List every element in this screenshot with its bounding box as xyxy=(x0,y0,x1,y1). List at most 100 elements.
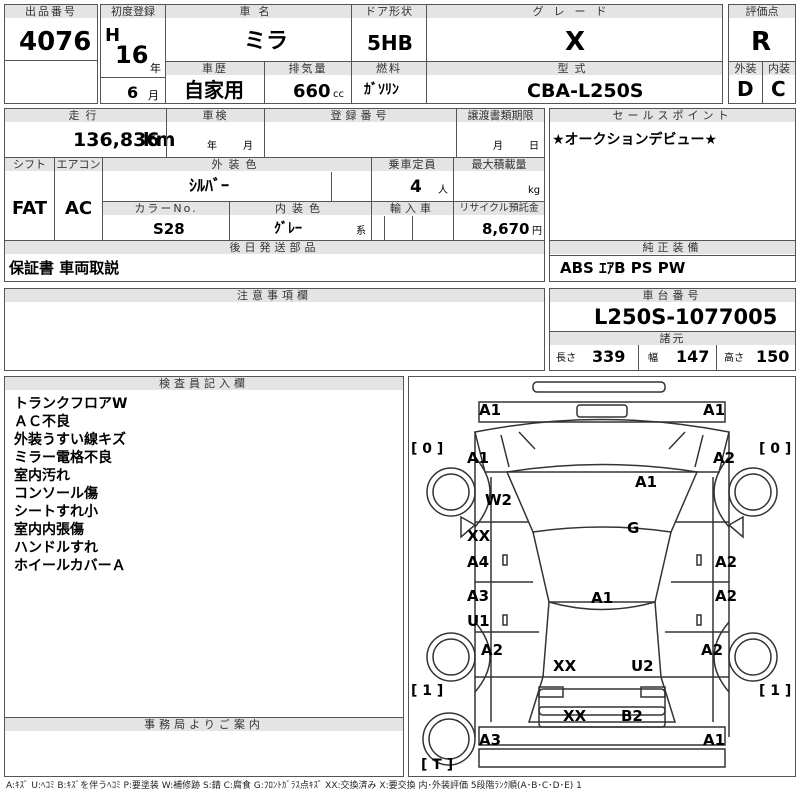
era-value: H xyxy=(105,25,121,46)
tire-depth-label: [ 1 ] xyxy=(759,683,792,699)
max-load-cell: 最大積載量 kg xyxy=(453,157,545,202)
damage-label: U1 xyxy=(467,612,490,630)
damage-label: XX xyxy=(563,707,587,725)
width-label: 幅 xyxy=(648,353,658,364)
transfer-cell: 譲渡書類期限 月 日 xyxy=(456,108,545,158)
office-cell: 事務局よりご案内 xyxy=(4,717,404,777)
first-registration-label: 初度登録 xyxy=(101,5,165,18)
int-color-cell: 内装色 ｸﾞﾚｰ 系 xyxy=(229,201,372,241)
fuel-value: ｶﾞｿﾘﾝ xyxy=(364,82,399,98)
import-cell: 輸入車 xyxy=(371,201,454,241)
grade-label: グレード xyxy=(427,5,722,18)
door-cell: ドア形状 5HB xyxy=(351,4,427,62)
int-color-suffix: 系 xyxy=(356,226,366,237)
height-label: 高さ xyxy=(724,353,744,364)
max-load-unit: kg xyxy=(528,185,541,196)
inspector-cell: 検査員記入欄 トランクフロアW ＡＣ不良 外装うすい線キズ ミラー電格不良 室内… xyxy=(4,376,404,718)
tire-depth-label: [ 0 ] xyxy=(411,441,444,457)
recycle-cell: リサイクル預託金 8,670 円 xyxy=(453,201,545,241)
damage-diagram: A1 A1 A1 A2 A1 W2 G XX A4 A2 A1 A3 U1 A2… xyxy=(408,376,796,777)
remark-item: ミラー電格不良 xyxy=(14,450,112,466)
int-color-label: 内装色 xyxy=(230,202,371,215)
damage-label: W2 xyxy=(485,491,512,509)
remark-item: シートすれ小 xyxy=(14,504,98,520)
inspection-label: 車検 xyxy=(167,109,264,122)
displacement-value: 660 xyxy=(293,81,331,102)
damage-label: A2 xyxy=(713,449,736,467)
chassis-value: L250S-1077005 xyxy=(594,305,778,329)
lot-number-label: 出品番号 xyxy=(5,5,97,18)
car-name-label: 車名 xyxy=(166,5,351,18)
first-registration-cell: 初度登録 H 16 年 6 月 xyxy=(100,4,166,104)
history-cell: 車歴 自家用 xyxy=(165,61,265,104)
shift-label: シフト xyxy=(5,158,54,171)
ext-grade-cell: 外装 D xyxy=(728,61,763,104)
score-cell: 評価点 R xyxy=(728,4,796,62)
damage-label: A1 xyxy=(479,401,502,419)
remark-item: コンソール傷 xyxy=(14,486,98,502)
damage-label: XX xyxy=(467,527,491,545)
model-value: CBA-L250S xyxy=(527,80,644,102)
reg-number-label: 登録番号 xyxy=(265,109,456,122)
ext-grade-label: 外装 xyxy=(729,62,762,75)
damage-label: A3 xyxy=(467,587,490,605)
int-color-value: ｸﾞﾚｰ xyxy=(274,221,302,237)
grade-cell: グレード X xyxy=(426,4,723,62)
inspection-month-unit: 月 xyxy=(243,141,253,152)
damage-label: A3 xyxy=(479,731,502,749)
blank-cell xyxy=(4,60,98,104)
damage-label: XX xyxy=(553,657,577,675)
damage-label: A2 xyxy=(481,641,504,659)
year-unit: 年 xyxy=(150,62,161,75)
damage-label: A1 xyxy=(703,401,726,419)
history-value: 自家用 xyxy=(184,78,244,102)
mileage-label: 走行 xyxy=(5,109,166,122)
aircon-label: エアコン xyxy=(55,158,102,171)
remark-item: 室内汚れ xyxy=(14,468,70,484)
transfer-day-unit: 日 xyxy=(529,141,539,152)
year-value: 16 xyxy=(115,41,149,69)
month-unit: 月 xyxy=(148,89,159,102)
length-value: 339 xyxy=(592,347,626,366)
ext-color-cell: 外装色 ｼﾙﾊﾞｰ xyxy=(102,157,372,202)
capacity-value: 4 xyxy=(410,177,422,197)
capacity-label: 乗車定員 xyxy=(372,158,453,171)
car-outline xyxy=(422,381,778,768)
damage-label: B2 xyxy=(621,707,643,725)
remark-item: ハンドルすれ xyxy=(14,540,98,556)
sales-point-cell: セールスポイント ★オークションデビュー★ xyxy=(549,108,796,256)
remark-item: ＡＣ不良 xyxy=(14,414,70,430)
damage-label: A2 xyxy=(715,587,738,605)
damage-label: U2 xyxy=(631,657,654,675)
inspection-year-unit: 年 xyxy=(207,141,217,152)
displacement-cell: 排気量 660 cc xyxy=(264,61,352,104)
tire-depth-label: [ 0 ] xyxy=(759,441,792,457)
capacity-cell: 乗車定員 4 人 xyxy=(371,157,454,202)
fuel-cell: 燃料 ｶﾞｿﾘﾝ xyxy=(351,61,427,104)
shift-value: FAT xyxy=(12,198,48,219)
score-value: R xyxy=(751,27,772,57)
mileage-cell: 走行 136,836 km xyxy=(4,108,175,158)
car-name-value: ミラ xyxy=(244,29,289,54)
import-label: 輸入車 xyxy=(372,202,453,215)
damage-label: A1 xyxy=(467,449,490,467)
lot-number-cell: 出品番号 4076 xyxy=(4,4,98,61)
displacement-unit: cc xyxy=(333,89,344,100)
color-no-cell: カラーNo. S28 xyxy=(102,201,230,241)
chassis-label: 車台番号 xyxy=(550,289,795,302)
sales-point-value: ★オークションデビュー★ xyxy=(552,132,718,148)
office-label: 事務局よりご案内 xyxy=(5,718,403,731)
color-no-label: カラーNo. xyxy=(103,202,229,215)
damage-label: A2 xyxy=(701,641,724,659)
ext-grade-value: D xyxy=(737,77,754,101)
equipment-cell: 純正装備 ABS ｴｱB PS PW xyxy=(549,240,796,282)
door-value: 5HB xyxy=(367,31,413,55)
int-grade-cell: 内装 C xyxy=(762,61,796,104)
shift-cell: シフト FAT xyxy=(4,157,55,241)
mileage-value: 136,836 xyxy=(73,129,160,151)
lot-number-value: 4076 xyxy=(19,27,92,57)
int-grade-value: C xyxy=(771,77,786,101)
remark-item: 外装うすい線キズ xyxy=(14,432,126,448)
chassis-cell: 車台番号 L250S-1077005 諸元 長さ 339 幅 147 高さ 15… xyxy=(549,288,796,371)
later-parts-cell: 後日発送部品 保証書 車両取説 xyxy=(4,240,545,282)
